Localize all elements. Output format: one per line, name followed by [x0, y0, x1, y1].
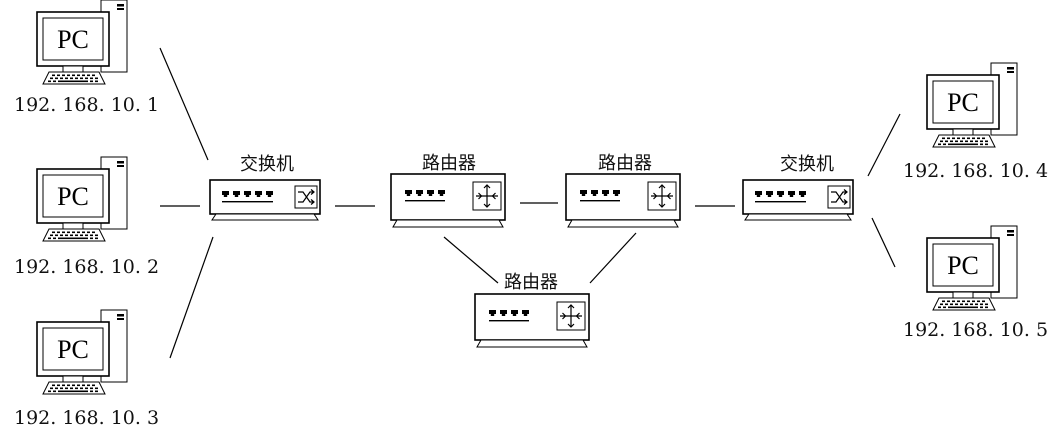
connection-lines: [159, 47, 901, 359]
pc-5: PC 192. 168. 10. 5: [903, 225, 1048, 341]
ip-label: 192. 168. 10. 2: [14, 256, 159, 278]
switch-label: 交换机: [240, 154, 294, 175]
pc-screen-label: PC: [57, 25, 89, 54]
router-icon: [391, 174, 505, 227]
router-label: 路由器: [598, 153, 652, 174]
link-switch2-pc4: [867, 113, 901, 177]
link-router2-router3: [589, 232, 637, 284]
router-label: 路由器: [422, 153, 476, 174]
pc-screen-label: PC: [57, 182, 89, 211]
link-pc3-switch1: [169, 236, 214, 359]
pc-2: PC 192. 168. 10. 2: [14, 156, 159, 278]
ip-label: 192. 168. 10. 4: [903, 160, 1048, 182]
pc-screen-label: PC: [947, 251, 979, 280]
router-label: 路由器: [504, 272, 558, 293]
ip-label: 192. 168. 10. 5: [903, 319, 1048, 341]
ip-label: 192. 168. 10. 1: [14, 94, 159, 116]
ip-label: 192. 168. 10. 3: [14, 407, 159, 429]
switch-2: 交换机: [743, 154, 853, 220]
router-2: 路由器: [566, 153, 680, 227]
pc-screen-label: PC: [947, 88, 979, 117]
switch-label: 交换机: [780, 154, 834, 175]
pc-screen-label: PC: [57, 335, 89, 364]
router-icon: [566, 174, 680, 227]
switch-icon: [210, 180, 320, 220]
router-1: 路由器: [391, 153, 505, 227]
switch-1: 交换机: [210, 154, 320, 220]
link-router1-router3: [443, 236, 499, 284]
link-pc1-switch1: [159, 47, 209, 161]
pc-4: PC 192. 168. 10. 4: [903, 62, 1048, 182]
router-3: 路由器: [475, 272, 589, 347]
pc-3: PC 192. 168. 10. 3: [14, 309, 159, 429]
switch-icon: [743, 180, 853, 220]
router-icon: [475, 294, 589, 347]
link-switch2-pc5: [871, 217, 896, 268]
pc-1: PC 192. 168. 10. 1: [14, 0, 159, 116]
